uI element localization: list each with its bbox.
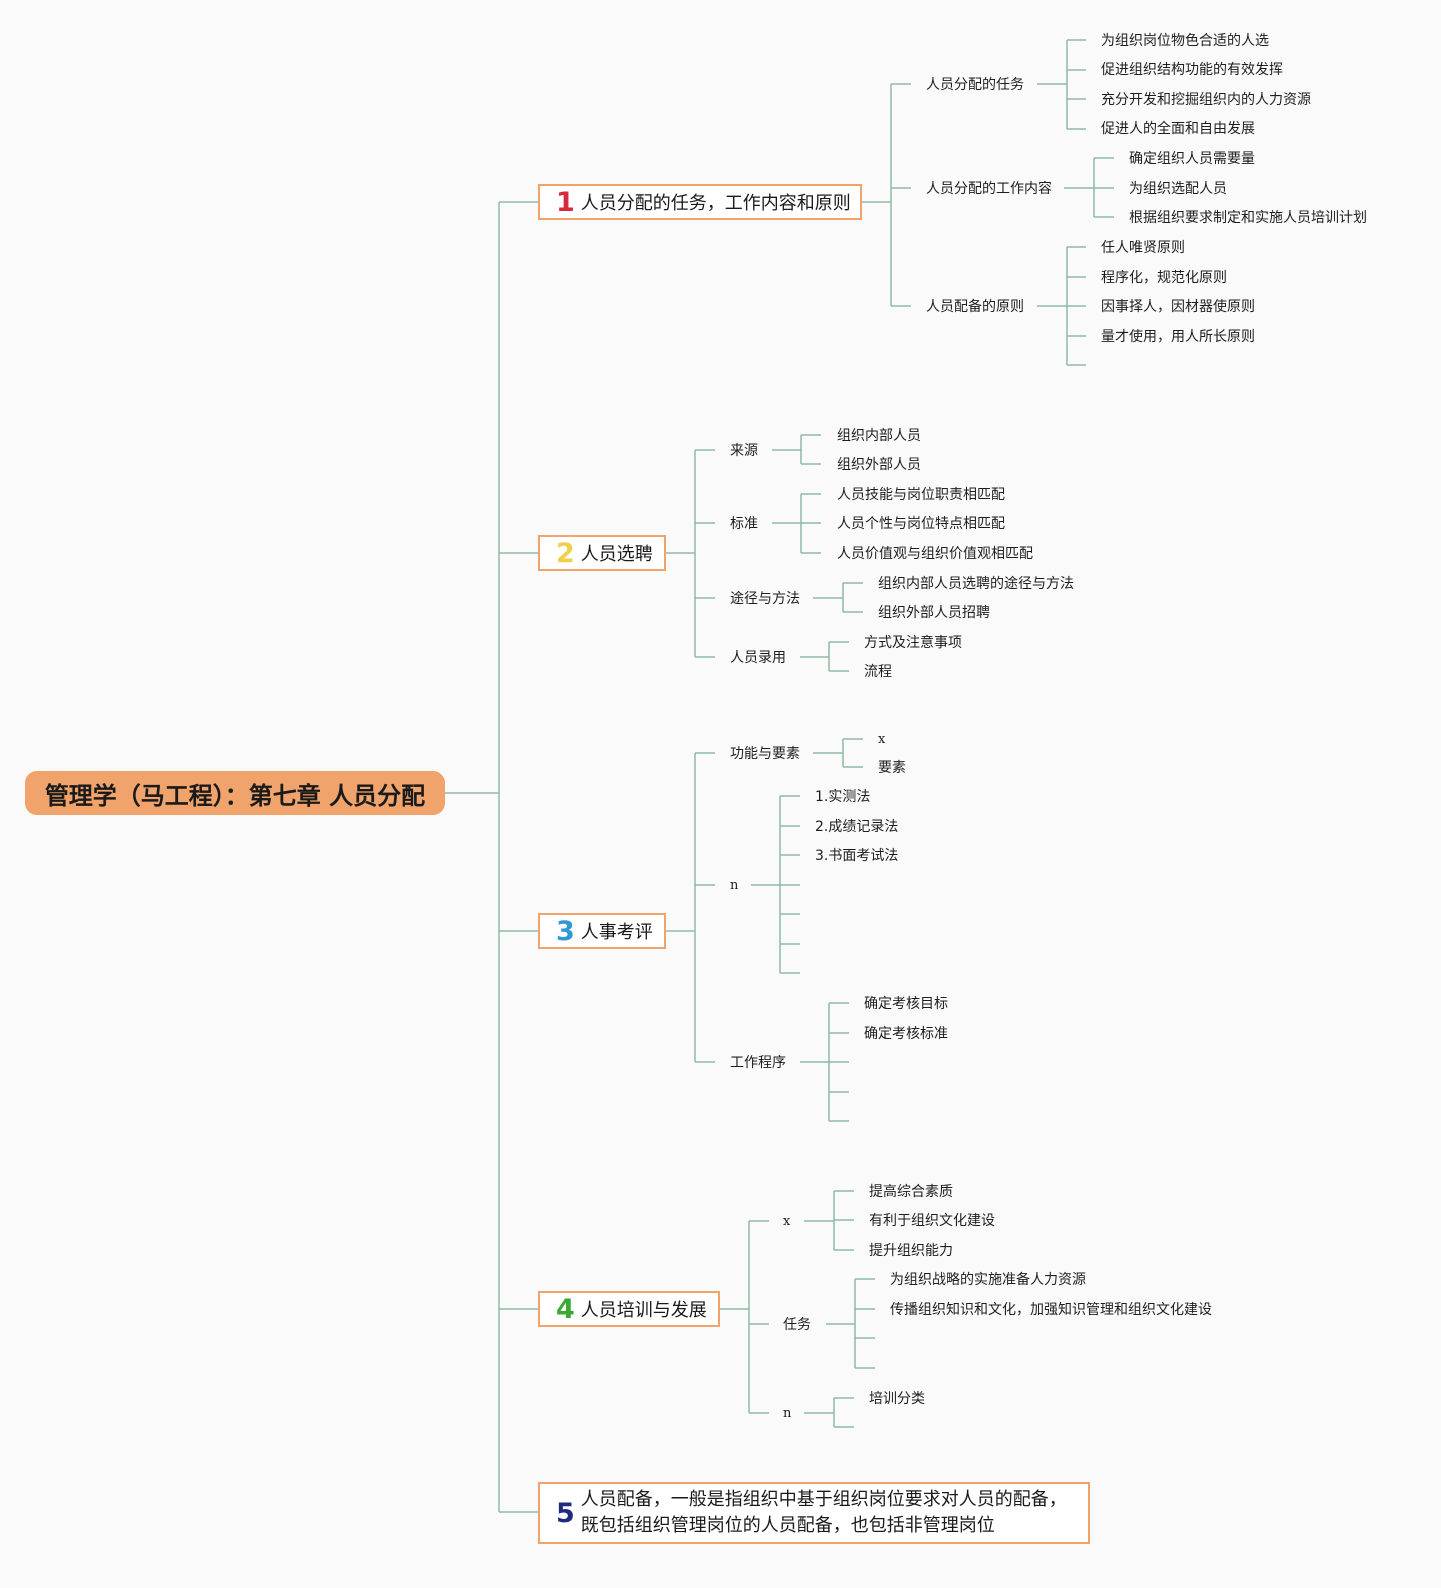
b4-task-item[interactable]: 传播组织知识和文化，加强知识管理和组织文化建设 bbox=[890, 1302, 1212, 1318]
branch-3-title: 人事考评 bbox=[580, 922, 653, 943]
b2-standard-item[interactable]: 人员技能与岗位职责相匹配 bbox=[837, 487, 1005, 503]
b3-method-item[interactable]: 1.实测法 bbox=[815, 789, 871, 805]
branch-2-number: 2 bbox=[556, 537, 575, 569]
b1-content-label[interactable]: 人员分配的工作内容 bbox=[926, 181, 1052, 197]
b3-method-label[interactable]: n bbox=[730, 878, 739, 893]
b3-method-item[interactable]: 3.书面考试法 bbox=[815, 848, 899, 864]
b4-purpose-item[interactable]: 有利于组织文化建设 bbox=[869, 1213, 995, 1229]
b2-method-item[interactable]: 组织外部人员招聘 bbox=[878, 605, 990, 621]
b4-purpose-label[interactable]: x bbox=[783, 1214, 791, 1229]
b1-task-item[interactable]: 充分开发和挖掘组织内的人力资源 bbox=[1101, 92, 1311, 108]
branch-1-box[interactable]: 1 人员分配的任务，工作内容和原则 bbox=[538, 184, 862, 220]
b2-method-label[interactable]: 途径与方法 bbox=[730, 591, 800, 607]
b2-hire-label[interactable]: 人员录用 bbox=[730, 650, 786, 666]
b1-principle-item[interactable]: 任人唯贤原则 bbox=[1101, 240, 1185, 256]
b1-task-item[interactable]: 促进组织结构功能的有效发挥 bbox=[1101, 62, 1283, 78]
b2-hire-item[interactable]: 方式及注意事项 bbox=[864, 635, 962, 651]
b3-procedure-label[interactable]: 工作程序 bbox=[730, 1055, 786, 1071]
branch-2-title: 人员选聘 bbox=[580, 544, 653, 565]
b3-method-item[interactable]: 2.成绩记录法 bbox=[815, 819, 899, 835]
branch-5-box[interactable]: 5 人员配备，一般是指组织中基于组织岗位要求对人员的配备， 既包括组织管理岗位的… bbox=[538, 1482, 1090, 1544]
branch-5-title-line-2: 既包括组织管理岗位的人员配备，也包括非管理岗位 bbox=[580, 1515, 995, 1536]
b2-standard-item[interactable]: 人员价值观与组织价值观相匹配 bbox=[837, 546, 1033, 562]
branch-2-box[interactable]: 2 人员选聘 bbox=[538, 535, 666, 571]
b3-function-item[interactable]: x bbox=[878, 732, 886, 747]
branch-1-title: 人员分配的任务，工作内容和原则 bbox=[580, 193, 851, 214]
b3-function-item[interactable]: 要素 bbox=[878, 760, 906, 776]
b4-purpose-item[interactable]: 提升组织能力 bbox=[869, 1243, 953, 1259]
root-topic[interactable]: 管理学（马工程）：第七章 人员分配 bbox=[25, 771, 445, 815]
b4-category-item[interactable]: 培训分类 bbox=[869, 1391, 925, 1407]
branch-3-box[interactable]: 3 人事考评 bbox=[538, 913, 666, 949]
b4-purpose-item[interactable]: 提高综合素质 bbox=[869, 1184, 953, 1200]
b1-content-item[interactable]: 为组织选配人员 bbox=[1129, 181, 1227, 197]
branch-4-number: 4 bbox=[556, 1293, 575, 1325]
b2-source-item[interactable]: 组织内部人员 bbox=[837, 428, 921, 444]
b2-source-label[interactable]: 来源 bbox=[730, 443, 758, 459]
branch-1-number: 1 bbox=[556, 186, 575, 218]
branch-5-number: 5 bbox=[556, 1497, 575, 1529]
branch-5-title-line-1: 人员配备，一般是指组织中基于组织岗位要求对人员的配备， bbox=[580, 1489, 1067, 1510]
branch-5-title: 人员配备，一般是指组织中基于组织岗位要求对人员的配备， 既包括组织管理岗位的人员… bbox=[581, 1487, 1067, 1539]
b4-category-label[interactable]: n bbox=[783, 1406, 792, 1421]
b3-procedure-item[interactable]: 确定考核标准 bbox=[864, 1026, 948, 1042]
b2-hire-item[interactable]: 流程 bbox=[864, 664, 892, 680]
b2-source-item[interactable]: 组织外部人员 bbox=[837, 457, 921, 473]
b1-principle-label[interactable]: 人员配备的原则 bbox=[926, 299, 1024, 315]
branch-4-title: 人员培训与发展 bbox=[580, 1300, 707, 1321]
b1-task-label[interactable]: 人员分配的任务 bbox=[926, 77, 1024, 93]
b2-standard-label[interactable]: 标准 bbox=[730, 516, 758, 532]
b2-method-item[interactable]: 组织内部人员选聘的途径与方法 bbox=[878, 576, 1074, 592]
b3-procedure-item[interactable]: 确定考核目标 bbox=[864, 996, 948, 1012]
b1-principle-item[interactable]: 程序化，规范化原则 bbox=[1101, 270, 1227, 286]
b1-task-item[interactable]: 促进人的全面和自由发展 bbox=[1101, 121, 1255, 137]
b1-task-item[interactable]: 为组织岗位物色合适的人选 bbox=[1101, 33, 1269, 49]
b4-task-item[interactable]: 为组织战略的实施准备人力资源 bbox=[890, 1272, 1086, 1288]
b4-task-label[interactable]: 任务 bbox=[783, 1317, 811, 1333]
branch-4-box[interactable]: 4 人员培训与发展 bbox=[538, 1291, 720, 1327]
b1-principle-item[interactable]: 因事择人，因材器使原则 bbox=[1101, 299, 1255, 315]
b1-principle-item[interactable]: 量才使用，用人所长原则 bbox=[1101, 329, 1255, 345]
b3-function-label[interactable]: 功能与要素 bbox=[730, 746, 800, 762]
branch-3-number: 3 bbox=[556, 915, 575, 947]
b2-standard-item[interactable]: 人员个性与岗位特点相匹配 bbox=[837, 516, 1005, 532]
b1-content-item[interactable]: 根据组织要求制定和实施人员培训计划 bbox=[1129, 210, 1367, 226]
b1-content-item[interactable]: 确定组织人员需要量 bbox=[1129, 151, 1255, 167]
